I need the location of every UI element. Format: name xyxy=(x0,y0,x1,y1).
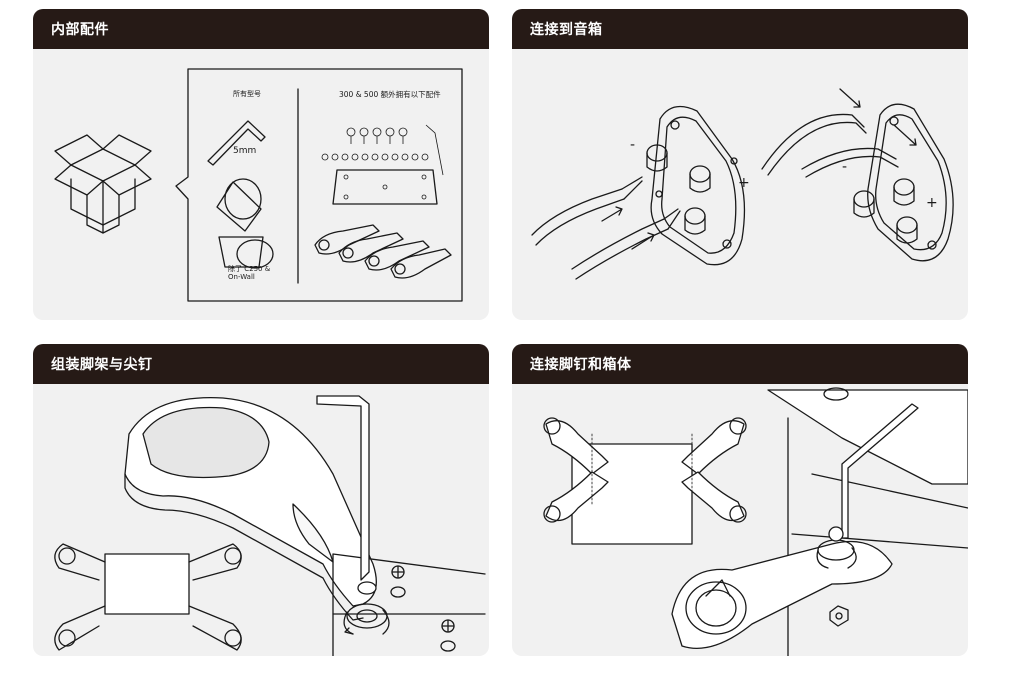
spike-rotate-icon xyxy=(816,526,857,569)
spike-icon xyxy=(343,581,390,635)
rubber-foot-icon xyxy=(216,178,274,269)
all-models-label: 所有型号 xyxy=(233,90,261,98)
cabinet-base-plate xyxy=(767,387,968,656)
panel-assemble-stand: 组装脚架与尖钉 xyxy=(33,344,489,656)
mounting-plate-icon xyxy=(332,169,438,205)
screws-large-icon xyxy=(346,127,408,144)
small-allen-key-icon xyxy=(425,124,444,176)
plus-sign-left: + xyxy=(738,175,750,191)
stand-foot-arm xyxy=(671,540,893,650)
minus-sign-right: - xyxy=(842,159,847,175)
panel-title: 内部配件 xyxy=(33,9,489,49)
connect-cabinet-illustration xyxy=(512,384,968,656)
minus-sign-left: - xyxy=(630,137,635,153)
stand-cabinet-overview xyxy=(543,417,747,545)
stand-feet-icon xyxy=(314,224,452,279)
panel-accessories: 内部配件 xyxy=(33,9,489,320)
extra-models-label: 300 & 500 额外拥有以下配件 xyxy=(339,90,441,99)
speaker-terminal-plate xyxy=(531,105,746,280)
allen-key-size-label: 5mm xyxy=(233,146,257,156)
allen-key-icon xyxy=(207,120,266,166)
speaker-terminal-plate-bare-wire xyxy=(761,88,954,262)
plus-sign-right: + xyxy=(926,195,938,211)
connect-speaker-illustration: - + - + xyxy=(512,49,968,320)
stand-overview-icon xyxy=(54,543,242,651)
open-box-icon xyxy=(54,134,152,234)
panel-connect-cabinet: 连接脚钉和箱体 xyxy=(512,344,968,656)
panel-connect-speaker: 连接到音箱 xyxy=(512,9,968,320)
accessories-illustration: 所有型号 5mm 除了 C250 & On-Wall 300 & 500 额外拥… xyxy=(33,49,489,320)
panel-title: 组装脚架与尖钉 xyxy=(33,344,489,384)
stand-foot-arm xyxy=(124,396,486,656)
panel-title: 连接到音箱 xyxy=(512,9,968,49)
panel-title: 连接脚钉和箱体 xyxy=(512,344,968,384)
screw-icon xyxy=(390,565,456,652)
except-note-line2: On-Wall xyxy=(228,273,255,281)
except-note-line1: 除了 C250 & xyxy=(228,265,271,273)
allen-key-icon xyxy=(316,395,370,581)
assemble-stand-illustration xyxy=(33,384,489,656)
hex-nut-icon xyxy=(829,605,849,627)
screws-small-icon xyxy=(321,153,429,161)
